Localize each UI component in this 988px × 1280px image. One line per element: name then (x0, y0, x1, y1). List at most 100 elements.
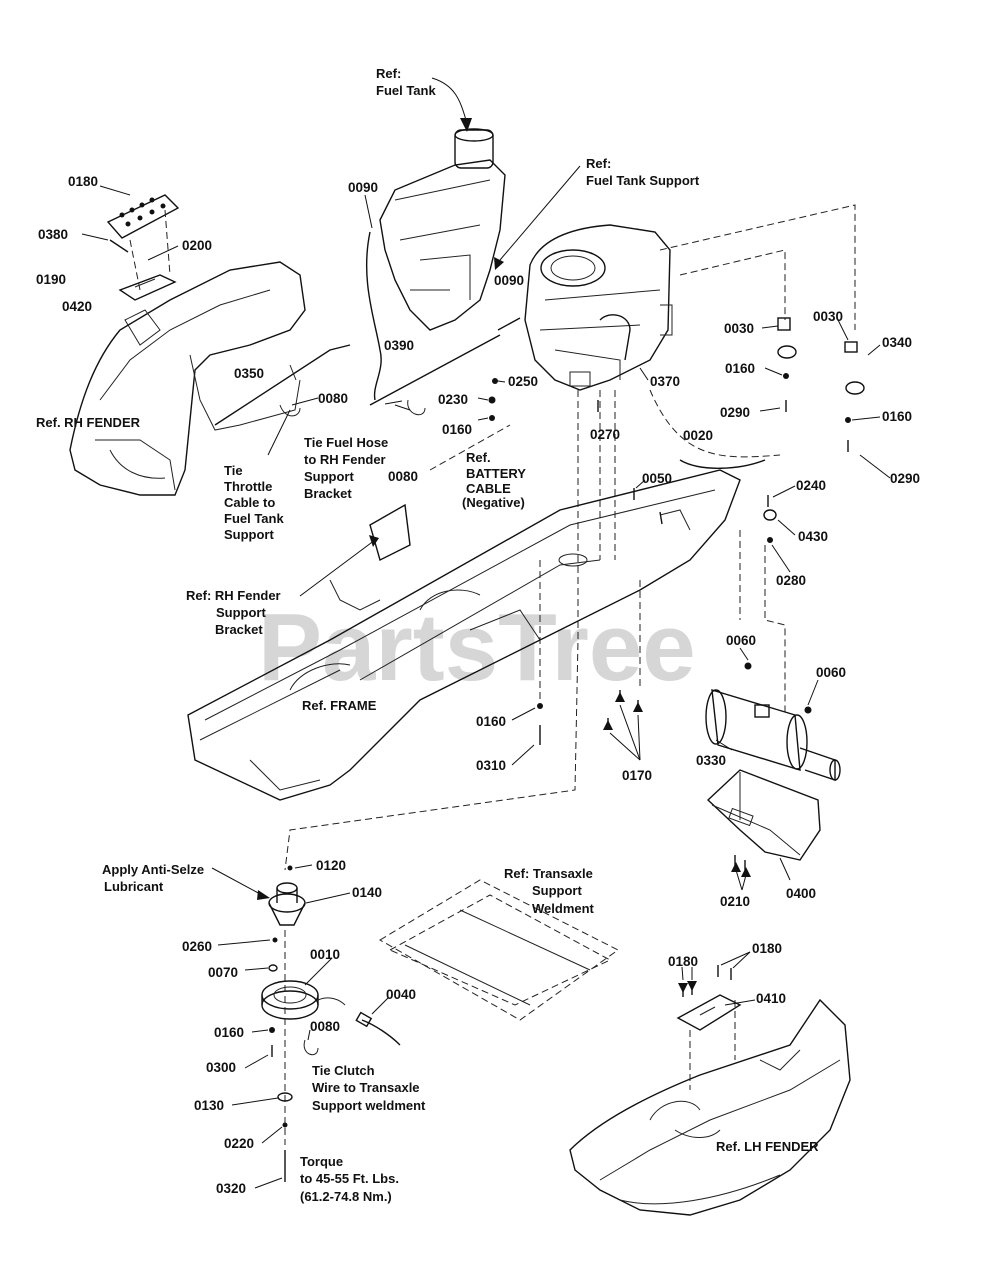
engine-illustration (524, 224, 673, 391)
svg-text:Tie Clutch: Tie Clutch (312, 1063, 375, 1078)
svg-text:Fuel Tank Support: Fuel Tank Support (586, 173, 700, 188)
exhaust-pipe-0340 (777, 345, 874, 396)
ref-transaxle-support-weldment: Ref: Transaxle Support Weldment (504, 866, 595, 916)
hose-0090-left (365, 231, 382, 401)
svg-text:Ref: RH Fender: Ref: RH Fender (186, 588, 281, 603)
lh-fender-illustration (569, 998, 851, 1216)
svg-text:Ref:: Ref: (376, 66, 401, 81)
svg-text:(Negative): (Negative) (462, 495, 525, 510)
label-0070: 0070 (208, 965, 238, 980)
svg-text:Support: Support (304, 469, 354, 484)
note-tie-throttle-cable: Tie Throttle Cable to Fuel Tank Support (224, 463, 284, 542)
label-0030-a: 0030 (724, 321, 754, 336)
svg-text:Tie Fuel Hose: Tie Fuel Hose (304, 435, 388, 450)
hose-0020 (679, 459, 766, 469)
label-0220: 0220 (224, 1136, 254, 1151)
svg-text:Apply Anti-Selze: Apply Anti-Selze (102, 862, 204, 877)
label-0190: 0190 (36, 272, 66, 287)
label-0290-b: 0290 (890, 471, 920, 486)
svg-text:Support: Support (532, 883, 582, 898)
label-0140: 0140 (352, 885, 382, 900)
wire-harness-0040 (361, 1019, 401, 1046)
fuel-tank-illustration (379, 128, 506, 331)
label-0090-a: 0090 (348, 180, 378, 195)
label-0400: 0400 (786, 886, 816, 901)
label-0060-a: 0060 (726, 633, 756, 648)
label-0160-a: 0160 (442, 422, 472, 437)
label-0240: 0240 (796, 478, 826, 493)
label-0370: 0370 (650, 374, 680, 389)
label-0160-b: 0160 (725, 361, 755, 376)
label-0410: 0410 (756, 991, 786, 1006)
label-0330: 0330 (696, 753, 726, 768)
label-0420: 0420 (62, 299, 92, 314)
svg-text:Bracket: Bracket (215, 622, 263, 637)
label-0030-b: 0030 (813, 309, 843, 324)
svg-text:BATTERY: BATTERY (466, 466, 526, 481)
fuel-line-0390 (369, 334, 501, 406)
note-apply-anti-seize: Apply Anti-Selze Lubricant (102, 862, 204, 894)
battery-cable (429, 424, 511, 471)
svg-text:Weldment: Weldment (532, 901, 595, 916)
svg-text:Throttle: Throttle (224, 479, 272, 494)
label-0080-b: 0080 (388, 469, 418, 484)
label-0200: 0200 (182, 238, 212, 253)
ref-rh-fender-support-bracket: Ref: RH Fender Support Bracket (186, 588, 281, 637)
svg-text:Tie: Tie (224, 463, 243, 478)
plate-0420 (118, 274, 177, 301)
ref-lh-fender: Ref. LH FENDER (716, 1139, 819, 1154)
note-tie-fuel-hose: Tie Fuel Hose to RH Fender Support Brack… (304, 435, 388, 501)
label-0130: 0130 (194, 1098, 224, 1113)
svg-text:Lubricant: Lubricant (104, 879, 164, 894)
label-0120: 0120 (316, 858, 346, 873)
label-0090-b: 0090 (494, 273, 524, 288)
label-0290-a: 0290 (720, 405, 750, 420)
label-0080-c: 0080 (310, 1019, 340, 1034)
label-0060-b: 0060 (816, 665, 846, 680)
label-0270: 0270 (590, 427, 620, 442)
label-0160-d: 0160 (476, 714, 506, 729)
svg-text:Torque: Torque (300, 1154, 343, 1169)
label-0080-a: 0080 (318, 391, 348, 406)
label-0040: 0040 (386, 987, 416, 1002)
label-0260: 0260 (182, 939, 212, 954)
label-0390: 0390 (384, 338, 414, 353)
label-0230: 0230 (438, 392, 468, 407)
label-0340: 0340 (882, 335, 912, 350)
svg-text:Fuel Tank: Fuel Tank (376, 83, 436, 98)
svg-text:Wire to Transaxle: Wire to Transaxle (312, 1080, 420, 1095)
label-0050: 0050 (642, 471, 672, 486)
label-0160-c: 0160 (882, 409, 912, 424)
svg-text:Ref: Transaxle: Ref: Transaxle (504, 866, 593, 881)
ref-fuel-tank-support: Ref: Fuel Tank Support (586, 156, 700, 188)
label-0250: 0250 (508, 374, 538, 389)
label-0180-top: 0180 (68, 174, 98, 189)
hose-0090-right (497, 317, 521, 331)
svg-text:Bracket: Bracket (304, 486, 352, 501)
ref-rh-fender: Ref. RH FENDER (36, 415, 141, 430)
label-0280: 0280 (776, 573, 806, 588)
transaxle-support-weldment (379, 879, 619, 1021)
svg-text:CABLE: CABLE (466, 481, 511, 496)
svg-text:(61.2-74.8 Nm.): (61.2-74.8 Nm.) (300, 1189, 392, 1204)
label-0310: 0310 (476, 758, 506, 773)
electric-clutch-0010 (261, 980, 346, 1020)
svg-text:Ref:: Ref: (586, 156, 611, 171)
label-0300: 0300 (206, 1060, 236, 1075)
label-0010: 0010 (310, 947, 340, 962)
label-0160-e: 0160 (214, 1025, 244, 1040)
spring-0380 (109, 239, 129, 253)
ref-frame: Ref. FRAME (302, 698, 377, 713)
label-0430: 0430 (798, 529, 828, 544)
label-0210: 0210 (720, 894, 750, 909)
svg-text:to RH Fender: to RH Fender (304, 452, 386, 467)
label-0380: 0380 (38, 227, 68, 242)
note-torque-spec: Torque to 45-55 Ft. Lbs. (61.2-74.8 Nm.) (300, 1154, 399, 1204)
rh-fender-illustration (69, 261, 306, 496)
svg-text:to 45-55 Ft. Lbs.: to 45-55 Ft. Lbs. (300, 1171, 399, 1186)
svg-text:Support: Support (224, 527, 274, 542)
label-0180-left: 0180 (668, 954, 698, 969)
svg-text:Cable to: Cable to (224, 495, 275, 510)
ref-fuel-tank: Ref: Fuel Tank (376, 66, 436, 98)
